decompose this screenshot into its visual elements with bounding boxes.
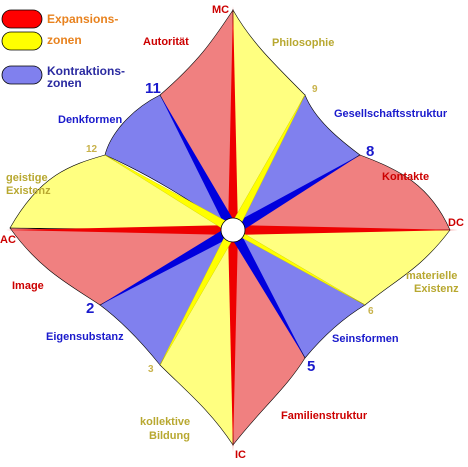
axis-label-ac: AC [0, 234, 16, 246]
spoke-blue-nw [160, 95, 237, 234]
house-number-6: 6 [368, 306, 374, 317]
label-kollektive-bildung-1: kollektive [140, 416, 190, 428]
legend-label-contraction-1: Kontraktions- [47, 64, 125, 78]
label-geistige-existenz-2: Existenz [6, 185, 51, 197]
label-denkformen: Denkformen [58, 114, 122, 126]
legend-label-contraction-2: zonen [47, 76, 82, 90]
label-eigensubstanz: Eigensubstanz [46, 331, 124, 343]
house-number-9: 9 [312, 84, 318, 95]
legend-label-expansion-1: Expansions- [47, 12, 118, 26]
label-gesellschaftsstruktur: Gesellschaftsstruktur [334, 108, 448, 120]
label-geistige-existenz-1: geistige [6, 172, 48, 184]
legend-swatch-expansion-yellow [1, 31, 43, 51]
house-number-8: 8 [366, 143, 374, 160]
label-philosophie: Philosophie [272, 37, 334, 49]
legend-swatch-contraction-blue [1, 65, 43, 85]
label-kontakte: Kontakte [382, 171, 429, 183]
house-number-5: 5 [307, 358, 315, 375]
spoke-blue-ne [229, 155, 360, 234]
label-materielle-existenz-2: Existenz [414, 283, 459, 295]
legend-label-expansion-2: zonen [47, 33, 82, 47]
center-circle [220, 217, 246, 243]
legend: Expansions- zonen Kontraktions- zonen [1, 9, 125, 90]
spoke-blue-sw [100, 226, 237, 305]
legend-swatch-expansion-red [1, 9, 43, 29]
spoke-blue-se [229, 226, 305, 358]
label-seinsformen: Seinsformen [332, 333, 399, 345]
axis-label-ic: IC [235, 449, 246, 461]
house-number-11: 11 [145, 80, 161, 97]
label-autoritaet: Autorität [143, 36, 189, 48]
house-number-12: 12 [86, 144, 98, 155]
house-number-3: 3 [148, 364, 154, 375]
axis-label-dc: DC [448, 217, 464, 229]
label-materielle-existenz-1: materielle [406, 270, 457, 282]
label-familienstruktur: Familienstruktur [281, 410, 368, 422]
house-number-2: 2 [86, 300, 94, 317]
label-kollektive-bildung-2: Bildung [149, 430, 190, 442]
axis-label-mc: MC [212, 4, 229, 16]
label-image: Image [12, 280, 44, 292]
